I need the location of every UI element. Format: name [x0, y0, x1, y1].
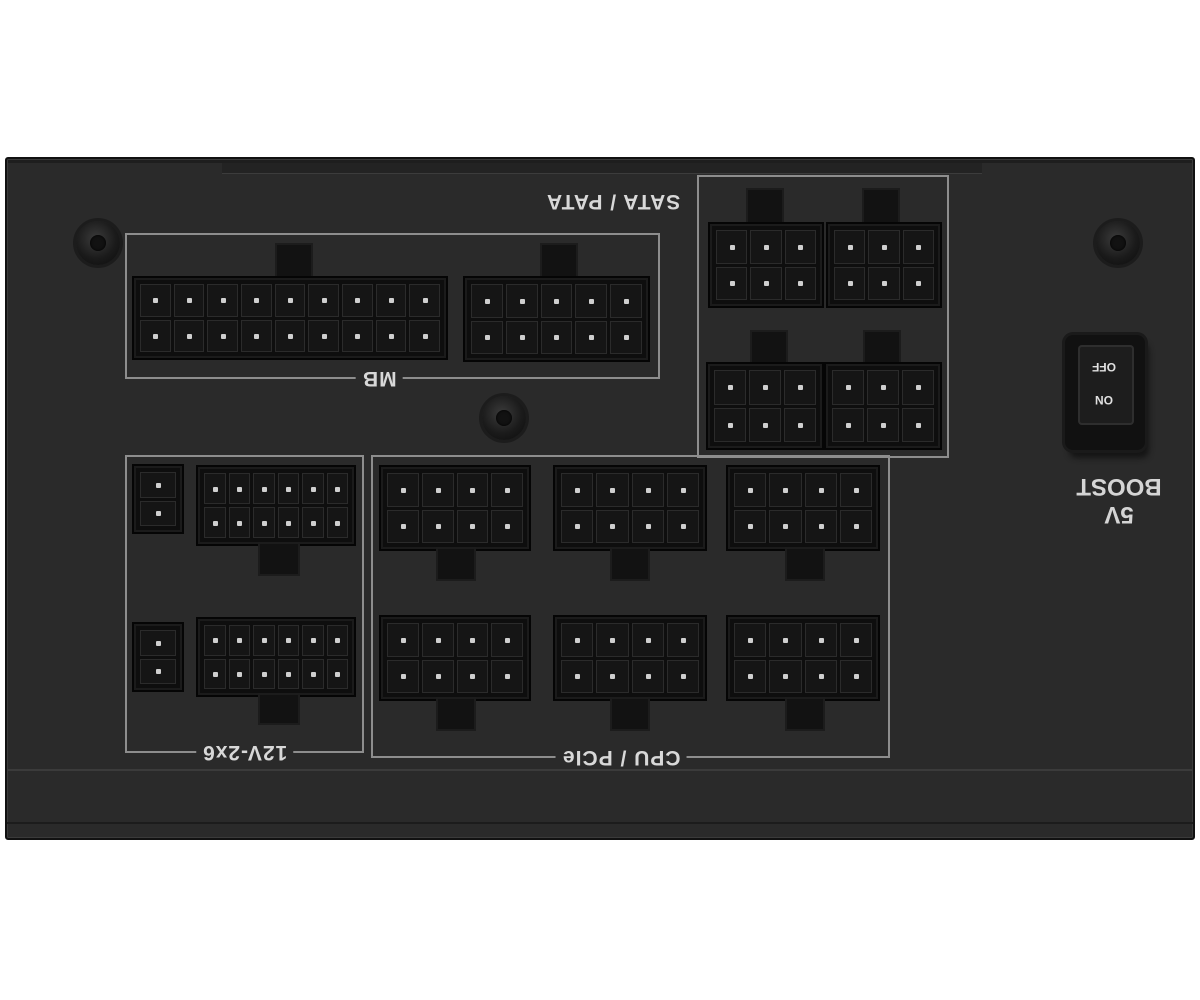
sata-connector-3[interactable] — [708, 364, 822, 448]
sata-connector-4[interactable] — [826, 364, 940, 448]
cpu-pcie-label: CPU / PCIe — [556, 745, 687, 769]
mb-12pin-latch — [540, 243, 578, 281]
cpu-pcie-connector-1[interactable] — [381, 467, 529, 549]
sata-1-latch — [746, 188, 784, 224]
cpu-pcie-latch-3 — [785, 547, 825, 581]
boost-line-5v: 5V — [1104, 501, 1134, 528]
12v-2x6-connector-1[interactable] — [198, 467, 354, 544]
cpu-pcie-connector-2[interactable] — [555, 467, 705, 549]
12v-2x6-latch-1 — [258, 542, 300, 576]
sata-2-latch — [862, 188, 900, 224]
mb-24pin-latch — [275, 243, 313, 281]
cpu-pcie-latch-4 — [436, 697, 476, 731]
cpu-pcie-latch-6 — [785, 697, 825, 731]
sata-4-latch — [863, 330, 901, 366]
sata-pata-label: SATA / PATA — [546, 190, 681, 213]
12v-2x6-latch-2 — [258, 693, 300, 725]
sata-connector-2[interactable] — [828, 224, 940, 306]
mb-12pin-connector[interactable] — [465, 278, 648, 360]
cpu-pcie-connector-6[interactable] — [728, 617, 878, 699]
boost-line-boost: BOOST — [1076, 473, 1162, 500]
screw-left-icon — [76, 221, 120, 265]
bottom-edge — [7, 822, 1193, 824]
cpu-pcie-latch-2 — [610, 547, 650, 581]
switch-off-label: OFF — [1092, 360, 1116, 374]
12v-sense-connector-2[interactable] — [134, 624, 182, 690]
12v-sense-connector-1[interactable] — [134, 466, 182, 532]
5v-boost-switch[interactable]: OFF ON — [1078, 345, 1134, 425]
cpu-pcie-latch-5 — [610, 697, 650, 731]
12v-2x6-connector-2[interactable] — [198, 619, 354, 695]
top-rim — [222, 163, 982, 174]
screw-right-icon — [1096, 221, 1140, 265]
cpu-pcie-connector-4[interactable] — [381, 617, 529, 699]
cpu-pcie-connector-3[interactable] — [728, 467, 878, 549]
sata-connector-1[interactable] — [710, 224, 822, 306]
12v-2x6-label: 12V-2x6 — [196, 740, 294, 764]
switch-on-label: ON — [1095, 393, 1113, 407]
bottom-rim — [7, 769, 1193, 771]
sata-3-latch — [750, 330, 788, 366]
cpu-pcie-connector-5[interactable] — [555, 617, 705, 699]
cpu-pcie-latch-1 — [436, 547, 476, 581]
mb-label: MB — [356, 366, 403, 390]
sata-pata-group-outline — [697, 175, 949, 458]
mb-24pin-connector[interactable] — [134, 278, 446, 358]
5v-boost-label: 5V BOOST — [1074, 472, 1164, 528]
screw-center-icon — [482, 396, 526, 440]
